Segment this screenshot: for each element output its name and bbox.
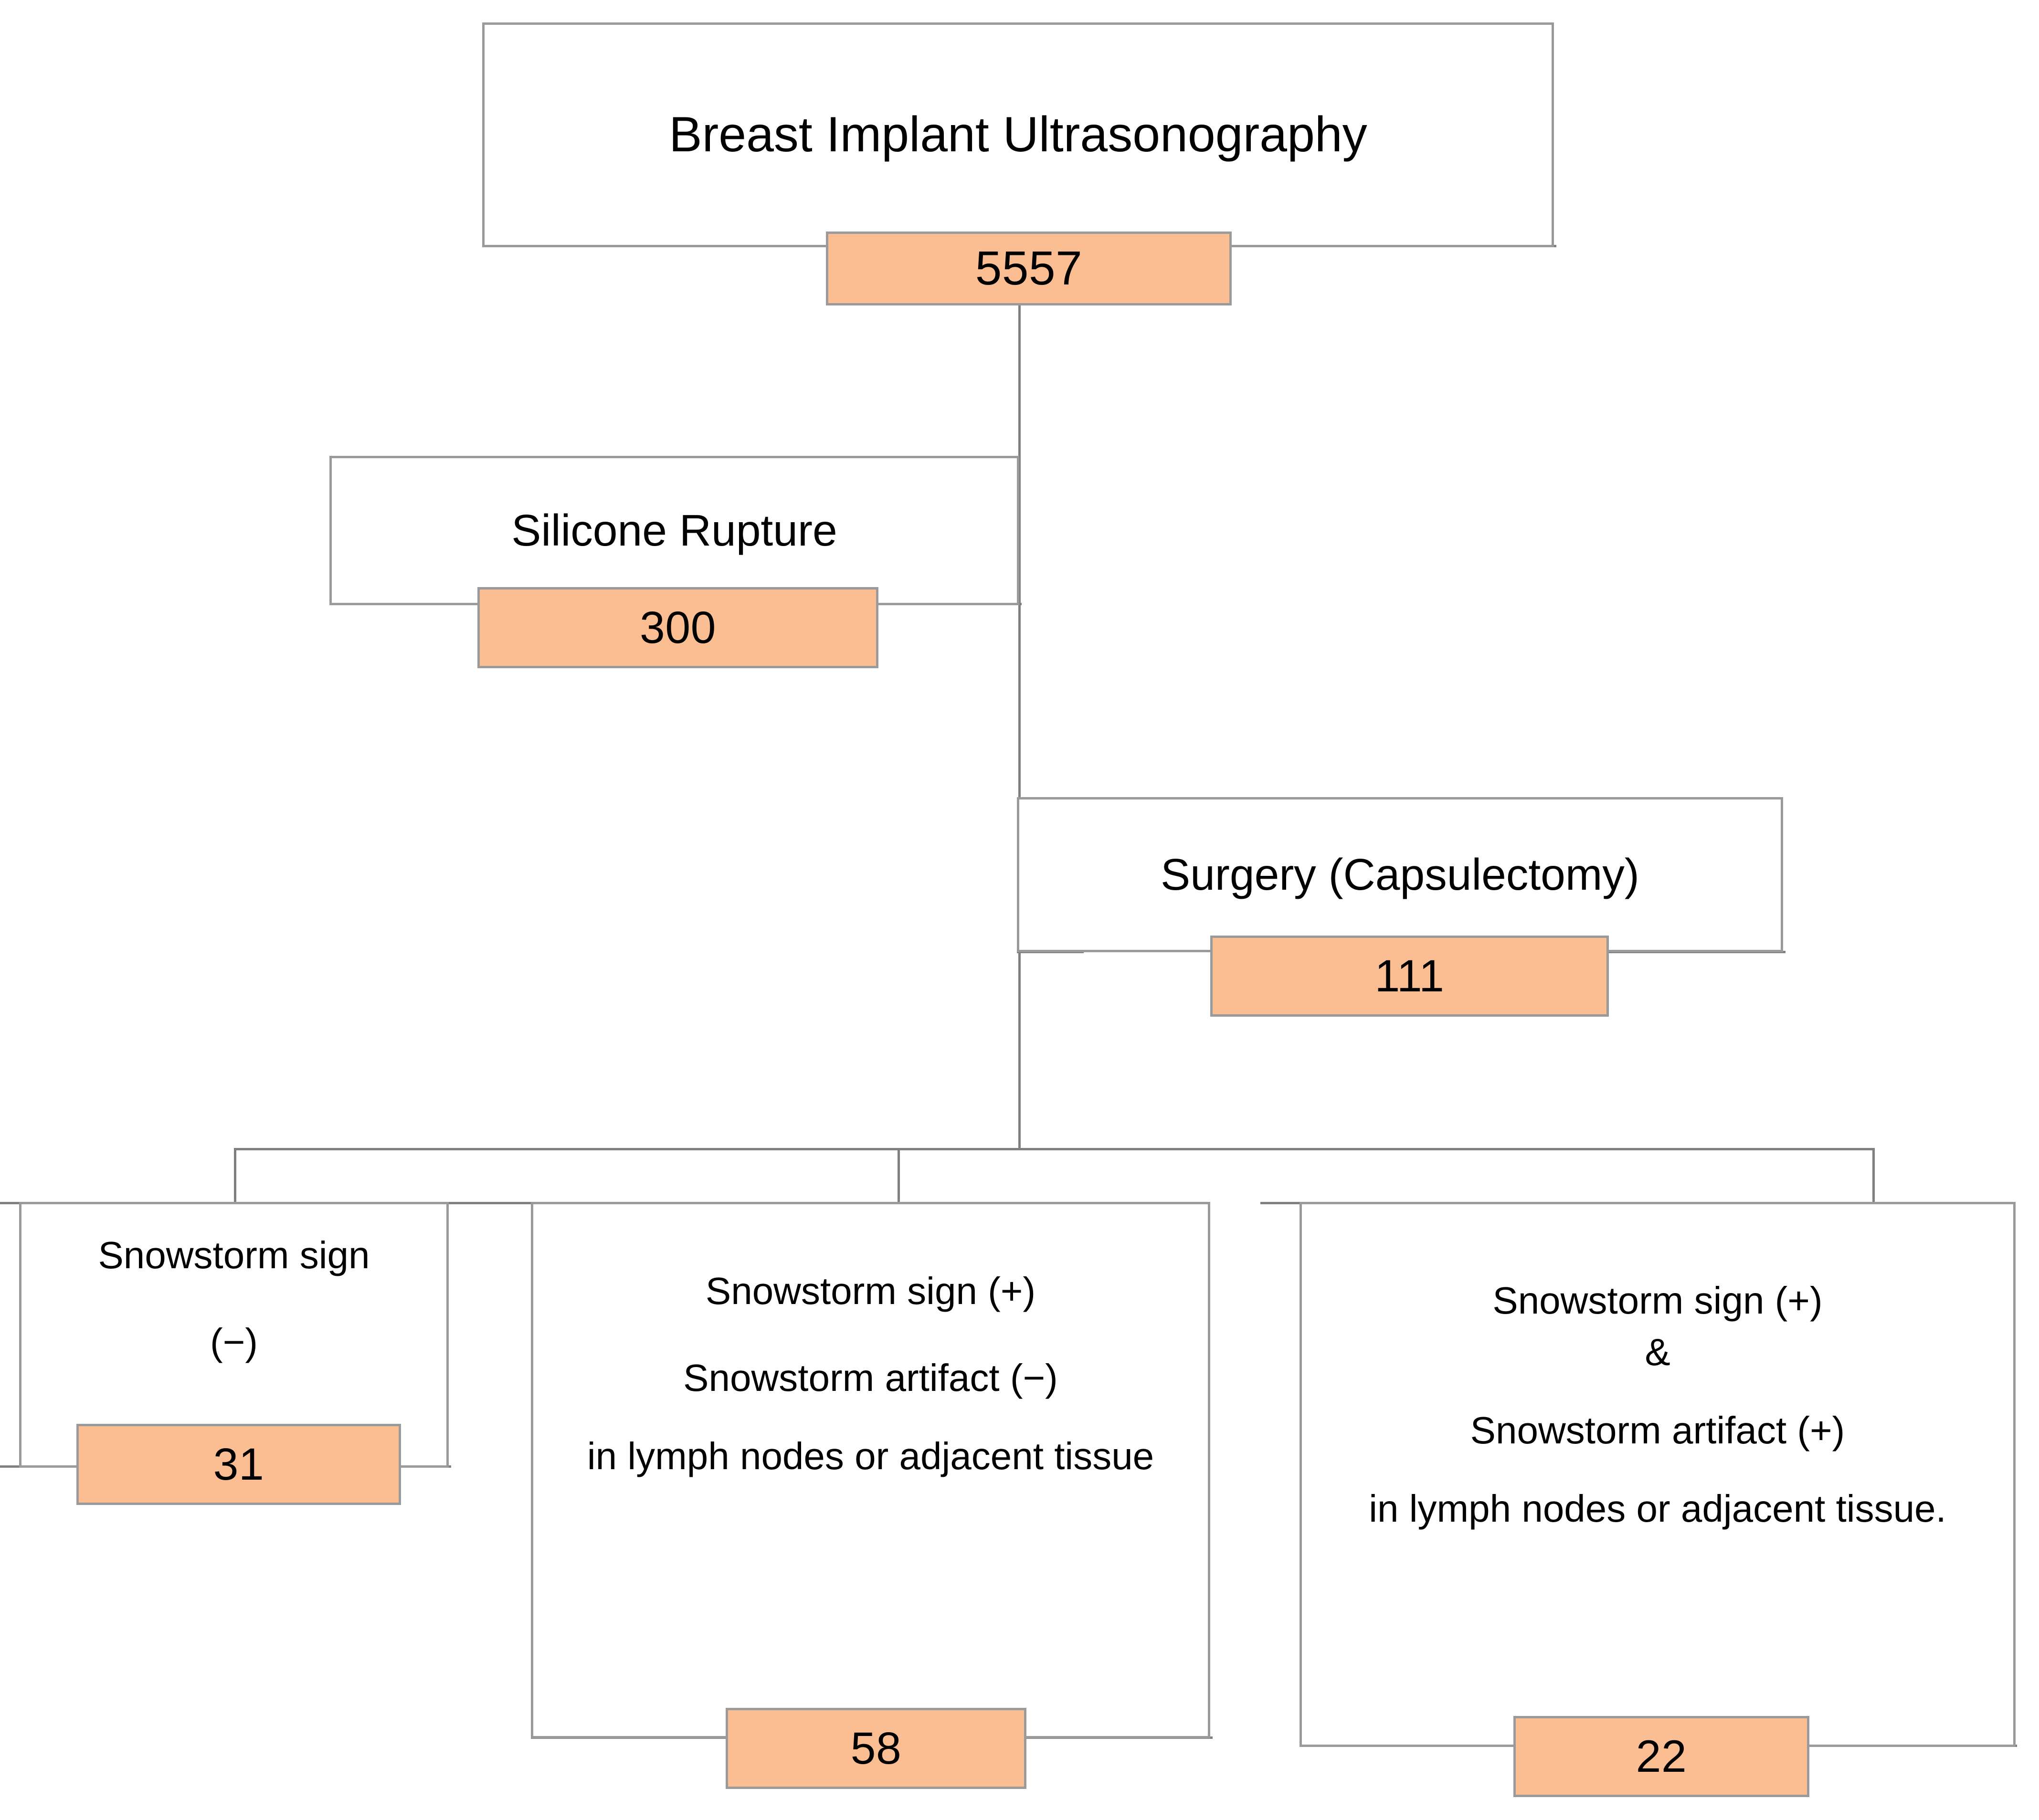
node-snowstorm-neg-line1: Snowstorm sign [98, 1234, 370, 1276]
node-snowstorm-pos-artifact-pos[interactable]: Snowstorm sign (+) & Snowstorm artifact … [1299, 1202, 2016, 1747]
badge-count-snowstorm-pos-artifact-pos[interactable]: 22 [1513, 1716, 1809, 1797]
node-snowstorm-pos-artifact-neg[interactable]: Snowstorm sign (+) Snowstorm artifact (−… [531, 1202, 1210, 1738]
branch-vertical-middle [898, 1148, 900, 1204]
node-right-line2: & [1645, 1331, 1670, 1373]
node-snowstorm-sign-negative[interactable]: Snowstorm sign (−) [19, 1202, 449, 1468]
badge-count-snowstorm-negative[interactable]: 31 [76, 1424, 401, 1505]
badge-count-total[interactable]: 5557 [826, 231, 1232, 305]
node-silicone-rupture[interactable]: Silicone Rupture [329, 456, 1019, 605]
node-snowstorm-neg-line2: (−) [210, 1321, 258, 1363]
branch-vertical-left [234, 1148, 236, 1204]
node-silicone-label: Silicone Rupture [511, 505, 837, 556]
distributor-horizontal-line [234, 1148, 1875, 1150]
badge-right-value: 22 [1636, 1731, 1687, 1782]
badge-count-silicone-rupture[interactable]: 300 [477, 587, 878, 668]
node-mid-line2: Snowstorm artifact (−) [683, 1357, 1058, 1399]
node-mid-line3: in lymph nodes or adjacent tissue [587, 1435, 1154, 1477]
node-surgery-capsulectomy[interactable]: Surgery (Capsulectomy) [1017, 797, 1783, 952]
badge-count-snowstorm-pos-artifact-neg[interactable]: 58 [726, 1708, 1026, 1789]
node-surgery-label: Surgery (Capsulectomy) [1161, 850, 1639, 900]
node-title-label: Breast Implant Ultrasonography [669, 106, 1367, 162]
badge-snow-neg-value: 31 [213, 1439, 264, 1490]
badge-total-value: 5557 [975, 242, 1083, 295]
badge-mid-value: 58 [850, 1723, 902, 1774]
trunk-vertical-line [1018, 305, 1021, 1149]
node-right-line3: Snowstorm artifact (+) [1470, 1409, 1845, 1452]
branch-vertical-right [1872, 1148, 1875, 1204]
node-right-line1: Snowstorm sign (+) [1492, 1279, 1823, 1322]
badge-count-surgery[interactable]: 111 [1210, 936, 1609, 1017]
node-breast-implant-ultrasonography[interactable]: Breast Implant Ultrasonography [482, 22, 1554, 247]
badge-surgery-value: 111 [1374, 950, 1445, 1001]
node-mid-line1: Snowstorm sign (+) [705, 1270, 1036, 1312]
node-right-line4: in lymph nodes or adjacent tissue. [1369, 1487, 1946, 1530]
badge-silicone-value: 300 [639, 602, 716, 653]
